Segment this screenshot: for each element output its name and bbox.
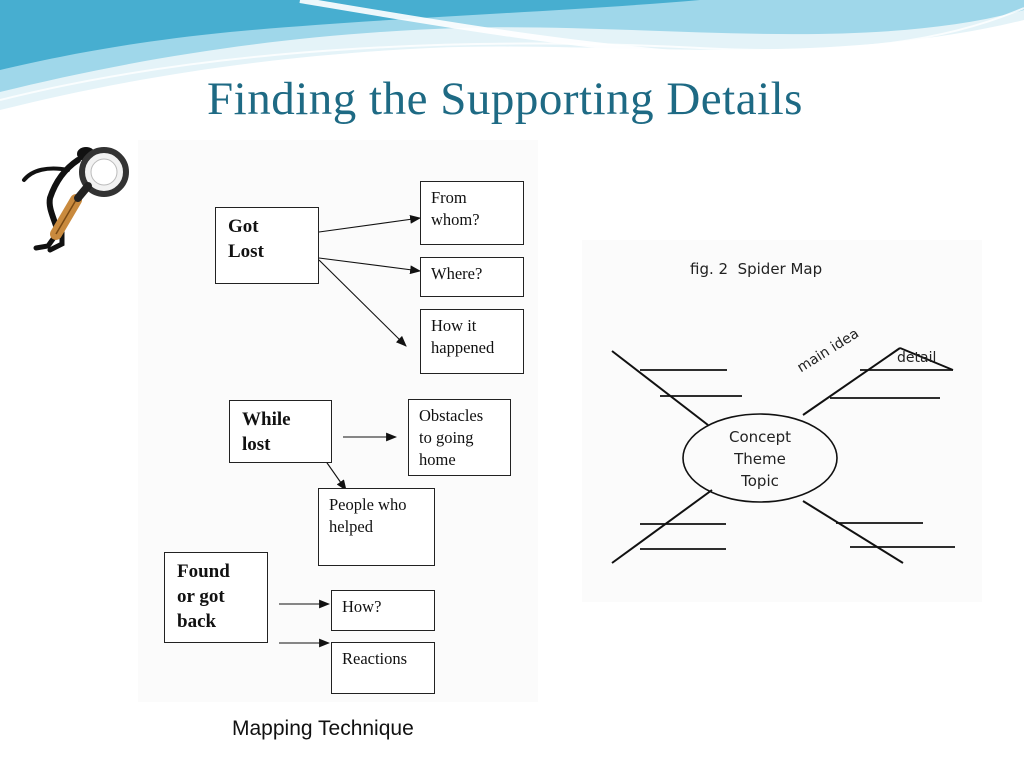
detail-box-line: How it	[431, 316, 477, 335]
detail-box-line: Where?	[431, 264, 483, 283]
spider-detail-label: detail	[897, 350, 937, 366]
detail-box-line: How?	[342, 597, 382, 616]
detail-box-from-whom: From whom?	[420, 181, 524, 245]
detail-box-how: How?	[331, 590, 435, 631]
spider-leg-bottom-left	[611, 489, 713, 564]
detail-box-how-it-happened: How it happened	[420, 309, 524, 374]
spider-map-caption: fig. 2 Spider Map	[690, 260, 823, 278]
spider-leg-bottom-right	[802, 500, 904, 564]
spider-leg-top-left	[611, 350, 709, 426]
detail-box-line: Obstacles	[419, 406, 484, 425]
spider-detail-line	[899, 347, 954, 371]
detail-box-line: to going	[419, 428, 474, 447]
main-box-line: back	[177, 611, 217, 632]
magnifying-glass-figure-icon	[22, 147, 129, 253]
main-box-found-or-got-back: Found or got back	[164, 552, 268, 643]
main-box-line: Found	[177, 561, 230, 582]
spider-center-line: Topic	[741, 472, 779, 490]
detail-box-line: Reactions	[342, 649, 408, 668]
arrow-got-lost-how-it-happened	[318, 259, 407, 347]
main-box-line: Got	[228, 216, 259, 237]
mapping-caption: Mapping Technique	[232, 717, 414, 740]
spider-center-line: Concept	[728, 428, 792, 446]
arrow-got-lost-where	[318, 257, 422, 275]
detail-box-line: helped	[329, 517, 373, 536]
detail-box-where: Where?	[420, 257, 524, 297]
detail-box-line: People who	[329, 495, 407, 514]
spider-center-ellipse	[682, 413, 838, 503]
spider-map-panel	[582, 240, 982, 602]
main-box-line: or got	[177, 586, 225, 607]
slide-title: Finding the Supporting Details	[207, 73, 803, 125]
main-box-line: lost	[242, 434, 271, 455]
main-box-line: While	[242, 409, 291, 430]
main-box-line: Lost	[228, 241, 264, 262]
detail-box-people-who-helped: People who helped	[318, 488, 435, 566]
header-wave-decoration	[0, 0, 1024, 110]
detail-box-line: whom?	[431, 210, 480, 229]
detail-box-obstacles: Obstacles to going home	[408, 399, 511, 476]
detail-box-line: From	[431, 188, 467, 207]
detail-box-line: home	[419, 450, 456, 469]
spider-center-line: Theme	[734, 450, 786, 468]
main-box-got-lost: Got Lost	[215, 207, 319, 284]
arrow-got-lost-from-whom	[318, 215, 422, 233]
detail-box-reactions: Reactions	[331, 642, 435, 694]
spider-leg-top-right	[802, 347, 901, 416]
detail-box-line: happened	[431, 338, 495, 357]
main-box-while-lost: While lost	[229, 400, 332, 463]
spider-center-text: Concept Theme Topic	[684, 426, 836, 492]
